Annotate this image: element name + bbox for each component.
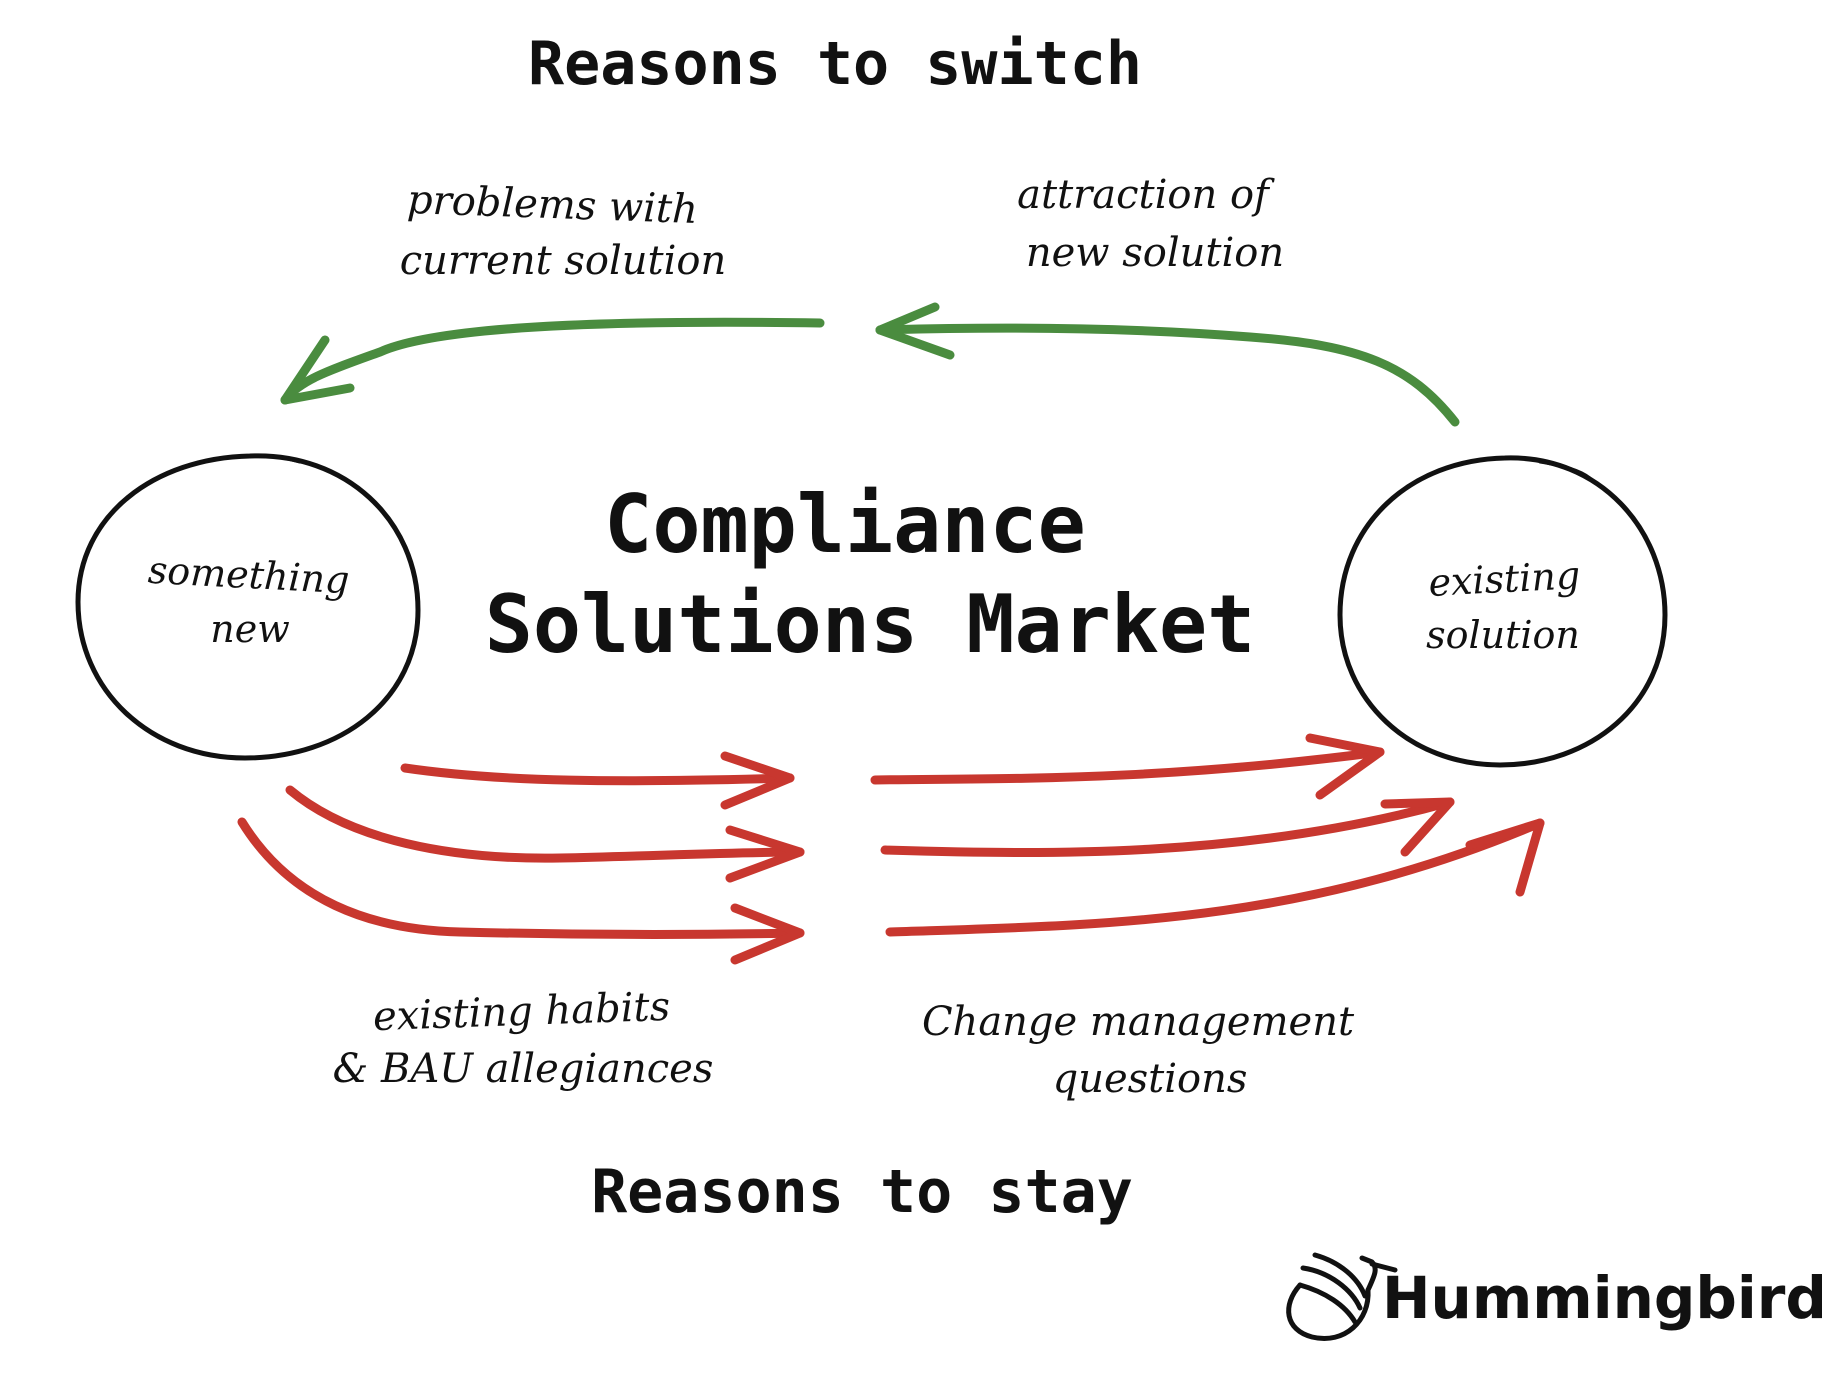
anxiety-arrow-3 <box>885 818 1545 937</box>
hummingbird-logo-icon <box>1286 1252 1398 1341</box>
node-something-new <box>75 453 421 761</box>
node-existing-solution <box>1337 455 1668 768</box>
node-right-line2: solution <box>1426 613 1580 657</box>
anxiety-arrow-2 <box>880 797 1455 857</box>
node-left-line2: new <box>210 607 290 651</box>
anxiety-arrow-2-head <box>1380 797 1455 857</box>
bottom-heading: Reasons to stay <box>591 1157 1133 1227</box>
anxiety-arrow-1-head <box>1305 733 1385 800</box>
habit-arrow-3-head <box>730 903 805 965</box>
pull-label-line1: attraction of <box>1017 172 1275 218</box>
node-right-line1: existing <box>1427 553 1581 605</box>
habit-arrow-2-head <box>725 825 805 883</box>
habit-arrow-3 <box>237 817 805 939</box>
pull-arrow-head <box>875 302 955 360</box>
switch-arrows <box>280 302 1460 427</box>
anxiety-arrow-3-head <box>1465 818 1545 897</box>
pull-label-line2: new solution <box>1026 230 1284 276</box>
push-label-line1: problems with <box>406 177 698 233</box>
habits-label-line2: & BAU allegiances <box>333 1046 714 1092</box>
diagram-title-line2: Solutions Market <box>485 578 1256 671</box>
top-heading: Reasons to switch <box>528 29 1142 99</box>
diagram-title-line1: Compliance <box>604 478 1086 571</box>
push-label-line2: current solution <box>400 238 727 284</box>
habits-label-line1: existing habits <box>372 984 671 1040</box>
stay-arrows <box>237 733 1545 965</box>
habit-arrow-1 <box>400 763 795 786</box>
brand-name: Hummingbird <box>1382 1264 1822 1332</box>
habit-arrow-2 <box>285 785 805 863</box>
pull-arrow <box>875 323 1460 427</box>
anxiety-label-line1: Change management <box>922 999 1355 1045</box>
node-left-line1: something <box>147 548 351 602</box>
habit-arrow-1-head <box>720 751 795 810</box>
anxiety-arrow-1 <box>870 747 1385 785</box>
push-arrow-head <box>280 335 355 405</box>
anxiety-label-line2: questions <box>1053 1056 1248 1102</box>
push-arrow <box>280 317 825 405</box>
